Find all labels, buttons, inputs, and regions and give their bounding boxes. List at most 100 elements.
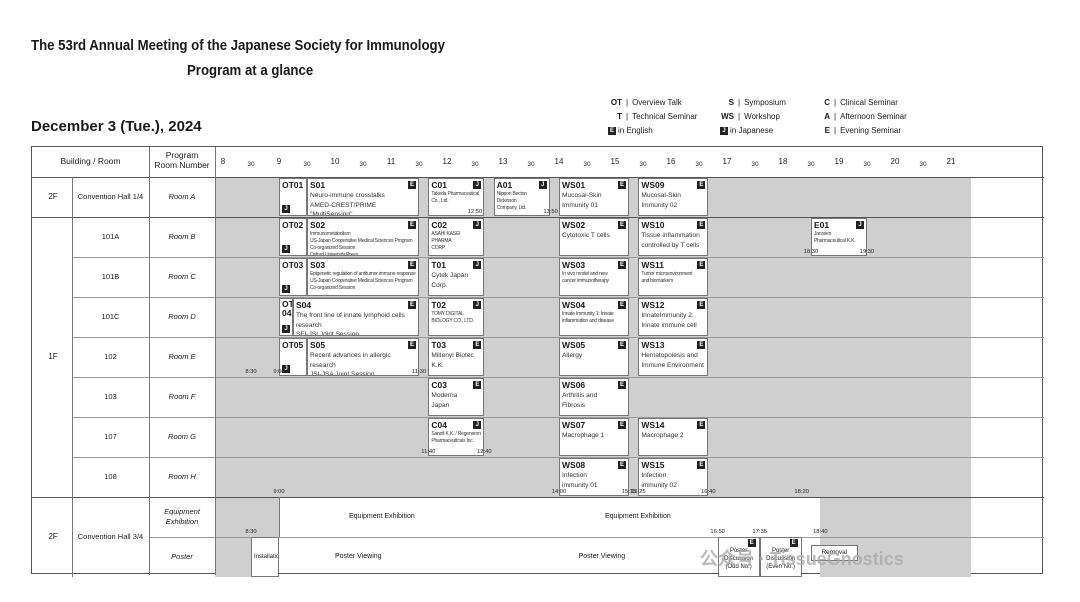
language-badge: J bbox=[473, 221, 482, 229]
poster-installation[interactable]: Installation bbox=[251, 537, 279, 577]
legend-item: WS|Workshop bbox=[720, 112, 780, 121]
session-code: C01 bbox=[431, 180, 447, 190]
language-badge: E bbox=[408, 221, 416, 229]
session-code: WS13 bbox=[641, 340, 665, 350]
language-badge: E bbox=[408, 301, 416, 309]
time-tick: 16 bbox=[666, 157, 676, 166]
time-tick: 17 bbox=[722, 157, 732, 166]
col-divider bbox=[215, 147, 216, 575]
poster-discussion-label: Poster Discussion (Odd No.) bbox=[724, 548, 754, 570]
poster-removal[interactable]: Removal bbox=[811, 545, 858, 561]
time-tick: 14 bbox=[554, 157, 564, 166]
time-label: 15:25 bbox=[631, 489, 646, 495]
event-date: December 3 (Tue.), 2024 bbox=[31, 118, 202, 135]
session-description: Miltenyi Biotec K.K. bbox=[431, 352, 474, 369]
session-code: C03 bbox=[431, 380, 447, 390]
poster-discussion-label: Poster Discussion (Even No.) bbox=[766, 548, 796, 570]
floor-label: 1F bbox=[48, 352, 58, 361]
session-code: C04 bbox=[431, 420, 447, 430]
session-code: WS12 bbox=[641, 300, 665, 310]
poster-viewing-label: Poster Viewing bbox=[335, 553, 382, 560]
legend-key: J bbox=[720, 126, 728, 135]
legend-separator: | bbox=[834, 112, 837, 121]
session-description: Cytek Japan Corp. bbox=[431, 272, 468, 289]
time-label: 11:40 bbox=[421, 449, 436, 455]
room-building: Convention Hall 3/4 bbox=[77, 532, 144, 541]
session-code: OT03 bbox=[282, 260, 304, 270]
time-tick: 9 bbox=[276, 157, 282, 166]
session-code: WS04 bbox=[562, 300, 586, 310]
session-description: Neuro-immune crosstalks AMED-CREST/PRIME… bbox=[310, 192, 385, 216]
room-building: 101C bbox=[101, 312, 120, 321]
session-description: Tissue inflammation controlled by T cell… bbox=[641, 232, 700, 249]
session-description: Mucosal-Skin Immunity 01 bbox=[562, 192, 602, 209]
session-code: OT05 bbox=[282, 340, 304, 350]
floor-divider bbox=[72, 177, 73, 577]
session-code: OT02 bbox=[282, 220, 304, 230]
legend-item: OT|Overview Talk bbox=[608, 98, 682, 107]
language-badge: E bbox=[618, 461, 626, 469]
legend-label: Symposium bbox=[744, 98, 786, 107]
time-label: 15:15 bbox=[621, 489, 637, 495]
session-description: InnateImmunity 2: Innate immune cell bbox=[641, 312, 697, 329]
exhibition-start bbox=[279, 497, 280, 537]
language-badge: E bbox=[618, 381, 626, 389]
session-code: S01 bbox=[310, 180, 326, 190]
header-building: Building / Room bbox=[60, 156, 121, 166]
session-description: Takeda Pharmaceutical Co., Ltd. bbox=[431, 191, 480, 204]
room-building: Convention Hall 1/4 bbox=[77, 192, 144, 201]
session-description: TOMY DIGITAL BIOLOGY CO., LTD. bbox=[431, 311, 474, 324]
language-badge: E bbox=[408, 341, 416, 349]
time-label: 18:20 bbox=[794, 489, 809, 495]
room-name: Room G bbox=[168, 432, 196, 441]
row-divider bbox=[32, 497, 1044, 498]
language-badge: E bbox=[697, 221, 706, 229]
time-tick: 30 bbox=[639, 161, 647, 168]
room-name: Room D bbox=[168, 312, 196, 321]
session-description: Moderna Japan bbox=[431, 392, 458, 409]
session-code: S04 bbox=[296, 300, 312, 310]
legend-label: Evening Seminar bbox=[840, 126, 901, 135]
legend-key: S bbox=[728, 98, 734, 107]
room-name: Poster bbox=[171, 552, 193, 561]
language-badge: J bbox=[473, 301, 482, 309]
session-code: WS10 bbox=[641, 220, 665, 230]
time-label: 9:00 bbox=[273, 369, 285, 375]
